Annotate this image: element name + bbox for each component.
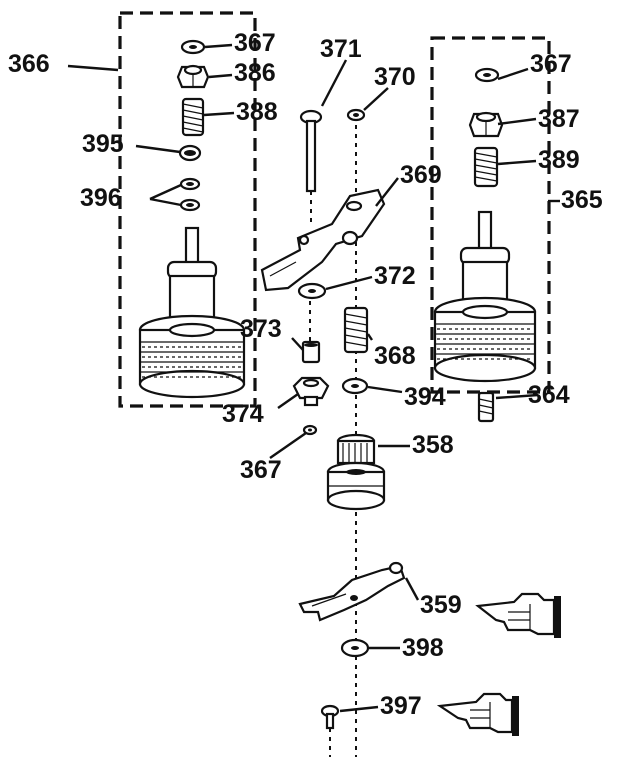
nut-386 xyxy=(176,64,210,89)
callout-373: 373 xyxy=(240,315,282,343)
washer-367-right xyxy=(474,67,500,83)
callout-365: 365 xyxy=(561,186,603,214)
leader-lines xyxy=(67,43,560,713)
callout-371: 371 xyxy=(320,35,362,63)
screw-364 xyxy=(477,391,495,423)
bushing-373 xyxy=(301,340,321,364)
spring-389 xyxy=(473,146,499,188)
nut-387 xyxy=(468,111,504,138)
spindle-365 xyxy=(433,210,537,383)
spring-388 xyxy=(181,97,205,137)
callout-368: 368 xyxy=(374,342,416,370)
callout-359: 359 xyxy=(420,591,462,619)
callout-366: 366 xyxy=(8,50,50,78)
spring-368 xyxy=(343,306,369,354)
callout-367-bottom: 367 xyxy=(240,456,282,484)
callout-369: 369 xyxy=(400,161,442,189)
callout-395: 395 xyxy=(82,130,124,158)
callout-370: 370 xyxy=(374,63,416,91)
bracket-359 xyxy=(298,561,406,622)
lever-369 xyxy=(260,188,386,292)
washer-367-small xyxy=(302,424,318,436)
callout-364: 364 xyxy=(528,381,570,409)
washer-367-left xyxy=(180,39,206,55)
washers-396 xyxy=(179,177,201,212)
spindle-366 xyxy=(138,226,246,399)
washer-398 xyxy=(340,638,370,658)
callout-389: 389 xyxy=(538,146,580,174)
callout-388: 388 xyxy=(236,98,278,126)
callout-372: 372 xyxy=(374,262,416,290)
washer-394 xyxy=(341,377,369,395)
washer-395 xyxy=(178,144,202,162)
callout-394: 394 xyxy=(404,383,446,411)
washer-372 xyxy=(297,282,327,300)
washer-370 xyxy=(346,108,366,122)
callout-397: 397 xyxy=(380,692,422,720)
callout-386: 386 xyxy=(234,59,276,87)
knob-374 xyxy=(292,376,330,407)
callout-398: 398 xyxy=(402,634,444,662)
pointing-hand-icon xyxy=(436,692,519,736)
callout-358: 358 xyxy=(412,431,454,459)
callout-367-right: 367 xyxy=(530,50,572,78)
gear-358 xyxy=(326,433,386,511)
callout-396: 396 xyxy=(80,184,122,212)
assembly-366-boundary xyxy=(118,11,257,408)
callout-367-left: 367 xyxy=(234,29,276,57)
callout-374: 374 xyxy=(222,400,264,428)
pointing-hand-icon xyxy=(475,592,561,638)
callout-387: 387 xyxy=(538,105,580,133)
screw-397 xyxy=(320,704,340,757)
pin-371 xyxy=(299,109,323,225)
